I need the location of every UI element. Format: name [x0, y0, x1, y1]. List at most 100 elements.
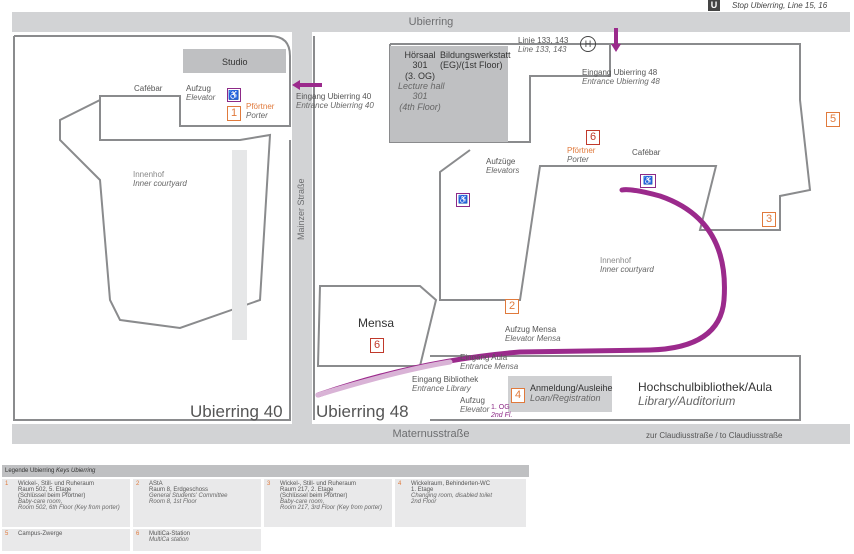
legend-3-en2: Room 217, 3rd Floor (Key from porter) — [280, 505, 383, 511]
elevators-en: Elevators — [486, 166, 520, 176]
entrance-library-en: Entrance Library — [412, 384, 471, 394]
marker-6-mensa: 6 — [370, 338, 384, 353]
elevator-left-en: Elevator — [186, 93, 216, 103]
lecture-hall-l5: 301 — [412, 91, 428, 102]
entrance40-de: Eingang Ubierring 40 — [296, 92, 372, 101]
legend-title-de: Legende Ubierring — [5, 468, 55, 474]
library-de: Hochschulbibliothek/Aula — [638, 380, 773, 394]
lecture-hall-l4: Lecture hall — [398, 81, 445, 92]
library-en: Library/Auditorium — [638, 394, 736, 408]
wheelchair-icon: ♿ — [227, 88, 241, 102]
route-light — [315, 359, 453, 398]
subway-icon: U — [708, 0, 720, 11]
entrance-library-de: Eingang Bibliothek — [412, 375, 479, 384]
floor-en: 2nd Fl. — [491, 412, 513, 420]
marker-3: 3 — [762, 212, 776, 227]
legend-1-en2: Room 502, 6th Floor (Key from porter) — [18, 505, 120, 511]
street-bottom-label: Maternusstraße — [392, 428, 470, 440]
legend-3-en1: Baby-care room, — [280, 499, 325, 505]
entrance40-en: Entrance Ubierring 40 — [296, 101, 374, 111]
marker-6-porter: 6 — [586, 130, 600, 145]
marker-5: 5 — [826, 112, 840, 127]
legend-2-en1: General Students' Committee — [149, 493, 228, 499]
legend-1-line2: Raum 502, 5. Etage — [18, 487, 72, 493]
street-top: Ubierring — [12, 12, 850, 32]
legend-2-en2: Room 8, 1st Floor — [149, 499, 197, 505]
studio-label: Studio — [222, 57, 248, 67]
lecture-hall-l3: (3. OG) — [404, 70, 435, 81]
arrow-entrance48-icon — [611, 44, 621, 52]
legend-3-n: 3 — [267, 481, 271, 487]
innenhof-right-en: Inner courtyard — [600, 265, 654, 275]
street-top-label: Ubierring — [408, 16, 454, 28]
legend-6-line1: MultiCa-Station — [149, 531, 191, 537]
legend-4-line2: 1. Etage — [411, 487, 434, 493]
legend-4-en2: 2nd Floor — [411, 499, 437, 505]
accessible-parking-icon: ♿ — [640, 174, 656, 188]
bildungswerkstatt-label: Bildungswerkstatt(EG)/(1st Floor) — [440, 50, 511, 71]
arrow-entrance40-icon — [292, 80, 300, 90]
wheelchair-icon-2: ♿ — [456, 193, 470, 207]
floor-de: 1. OG — [491, 404, 510, 411]
legend-1-line1: Wickel-, Still- und Ruheraum — [18, 481, 95, 487]
porter-right-de: Pförtner — [567, 146, 596, 155]
lecture-hall-area — [390, 46, 508, 142]
marker-1: 1 — [227, 106, 241, 121]
legend-1-en1: Baby-care room, — [18, 499, 63, 505]
bildungswerkstatt-l1: Bildungswerkstatt — [440, 50, 511, 60]
entrance-aula-en: Entrance Mensa — [460, 362, 519, 372]
legend-2-n: 2 — [136, 481, 140, 487]
bus-stop-icon: H — [580, 36, 596, 52]
street-side — [292, 32, 312, 424]
studio-area — [183, 49, 286, 73]
elevator-mensa-de: Aufzug Mensa — [505, 325, 557, 334]
street-bottom-right-label: zur Claudiusstraße / to Claudiusstraße — [646, 431, 783, 440]
marker-2: 2 — [505, 299, 519, 314]
entrance-aula-de: Eingang Aula — [460, 353, 508, 362]
legend-6-en1: MultiCa station — [149, 537, 189, 543]
street-bottom: Maternusstraße — [12, 424, 850, 444]
lecture-hall-l6: (4th Floor) — [399, 101, 441, 112]
bildungswerkstatt-l2: (EG)/(1st Floor) — [440, 60, 503, 71]
legend-6-n: 6 — [136, 531, 140, 537]
cafebar-right-label: Cafébar — [632, 148, 661, 157]
innenhof-left-en: Inner courtyard — [133, 179, 187, 189]
loan-registration-de: Anmeldung/Ausleihe — [530, 383, 613, 393]
legend-header: Legende Ubierring Keys Ubierring — [2, 465, 529, 477]
legend-1-line3: (Schlüssel beim Pförtner) — [18, 493, 86, 499]
route-main — [315, 187, 727, 398]
legend-title-en: Keys Ubierring — [56, 468, 96, 474]
legend-4-n: 4 — [398, 481, 402, 487]
building-48-label: Ubierring 48 — [316, 402, 409, 421]
innenhof-left-de: Innenhof — [133, 170, 165, 179]
porter-left-en: Porter — [246, 111, 268, 121]
entrance48-en: Entrance Ubierring 48 — [582, 77, 660, 87]
legend-2-line1: AStA — [149, 481, 163, 487]
mensa-label: Mensa — [358, 316, 395, 330]
courtyard-path — [232, 150, 247, 340]
building-40-label: Ubierring 40 — [190, 402, 283, 421]
legend-2-line2: Raum 8, Erdgeschoss — [149, 487, 209, 493]
